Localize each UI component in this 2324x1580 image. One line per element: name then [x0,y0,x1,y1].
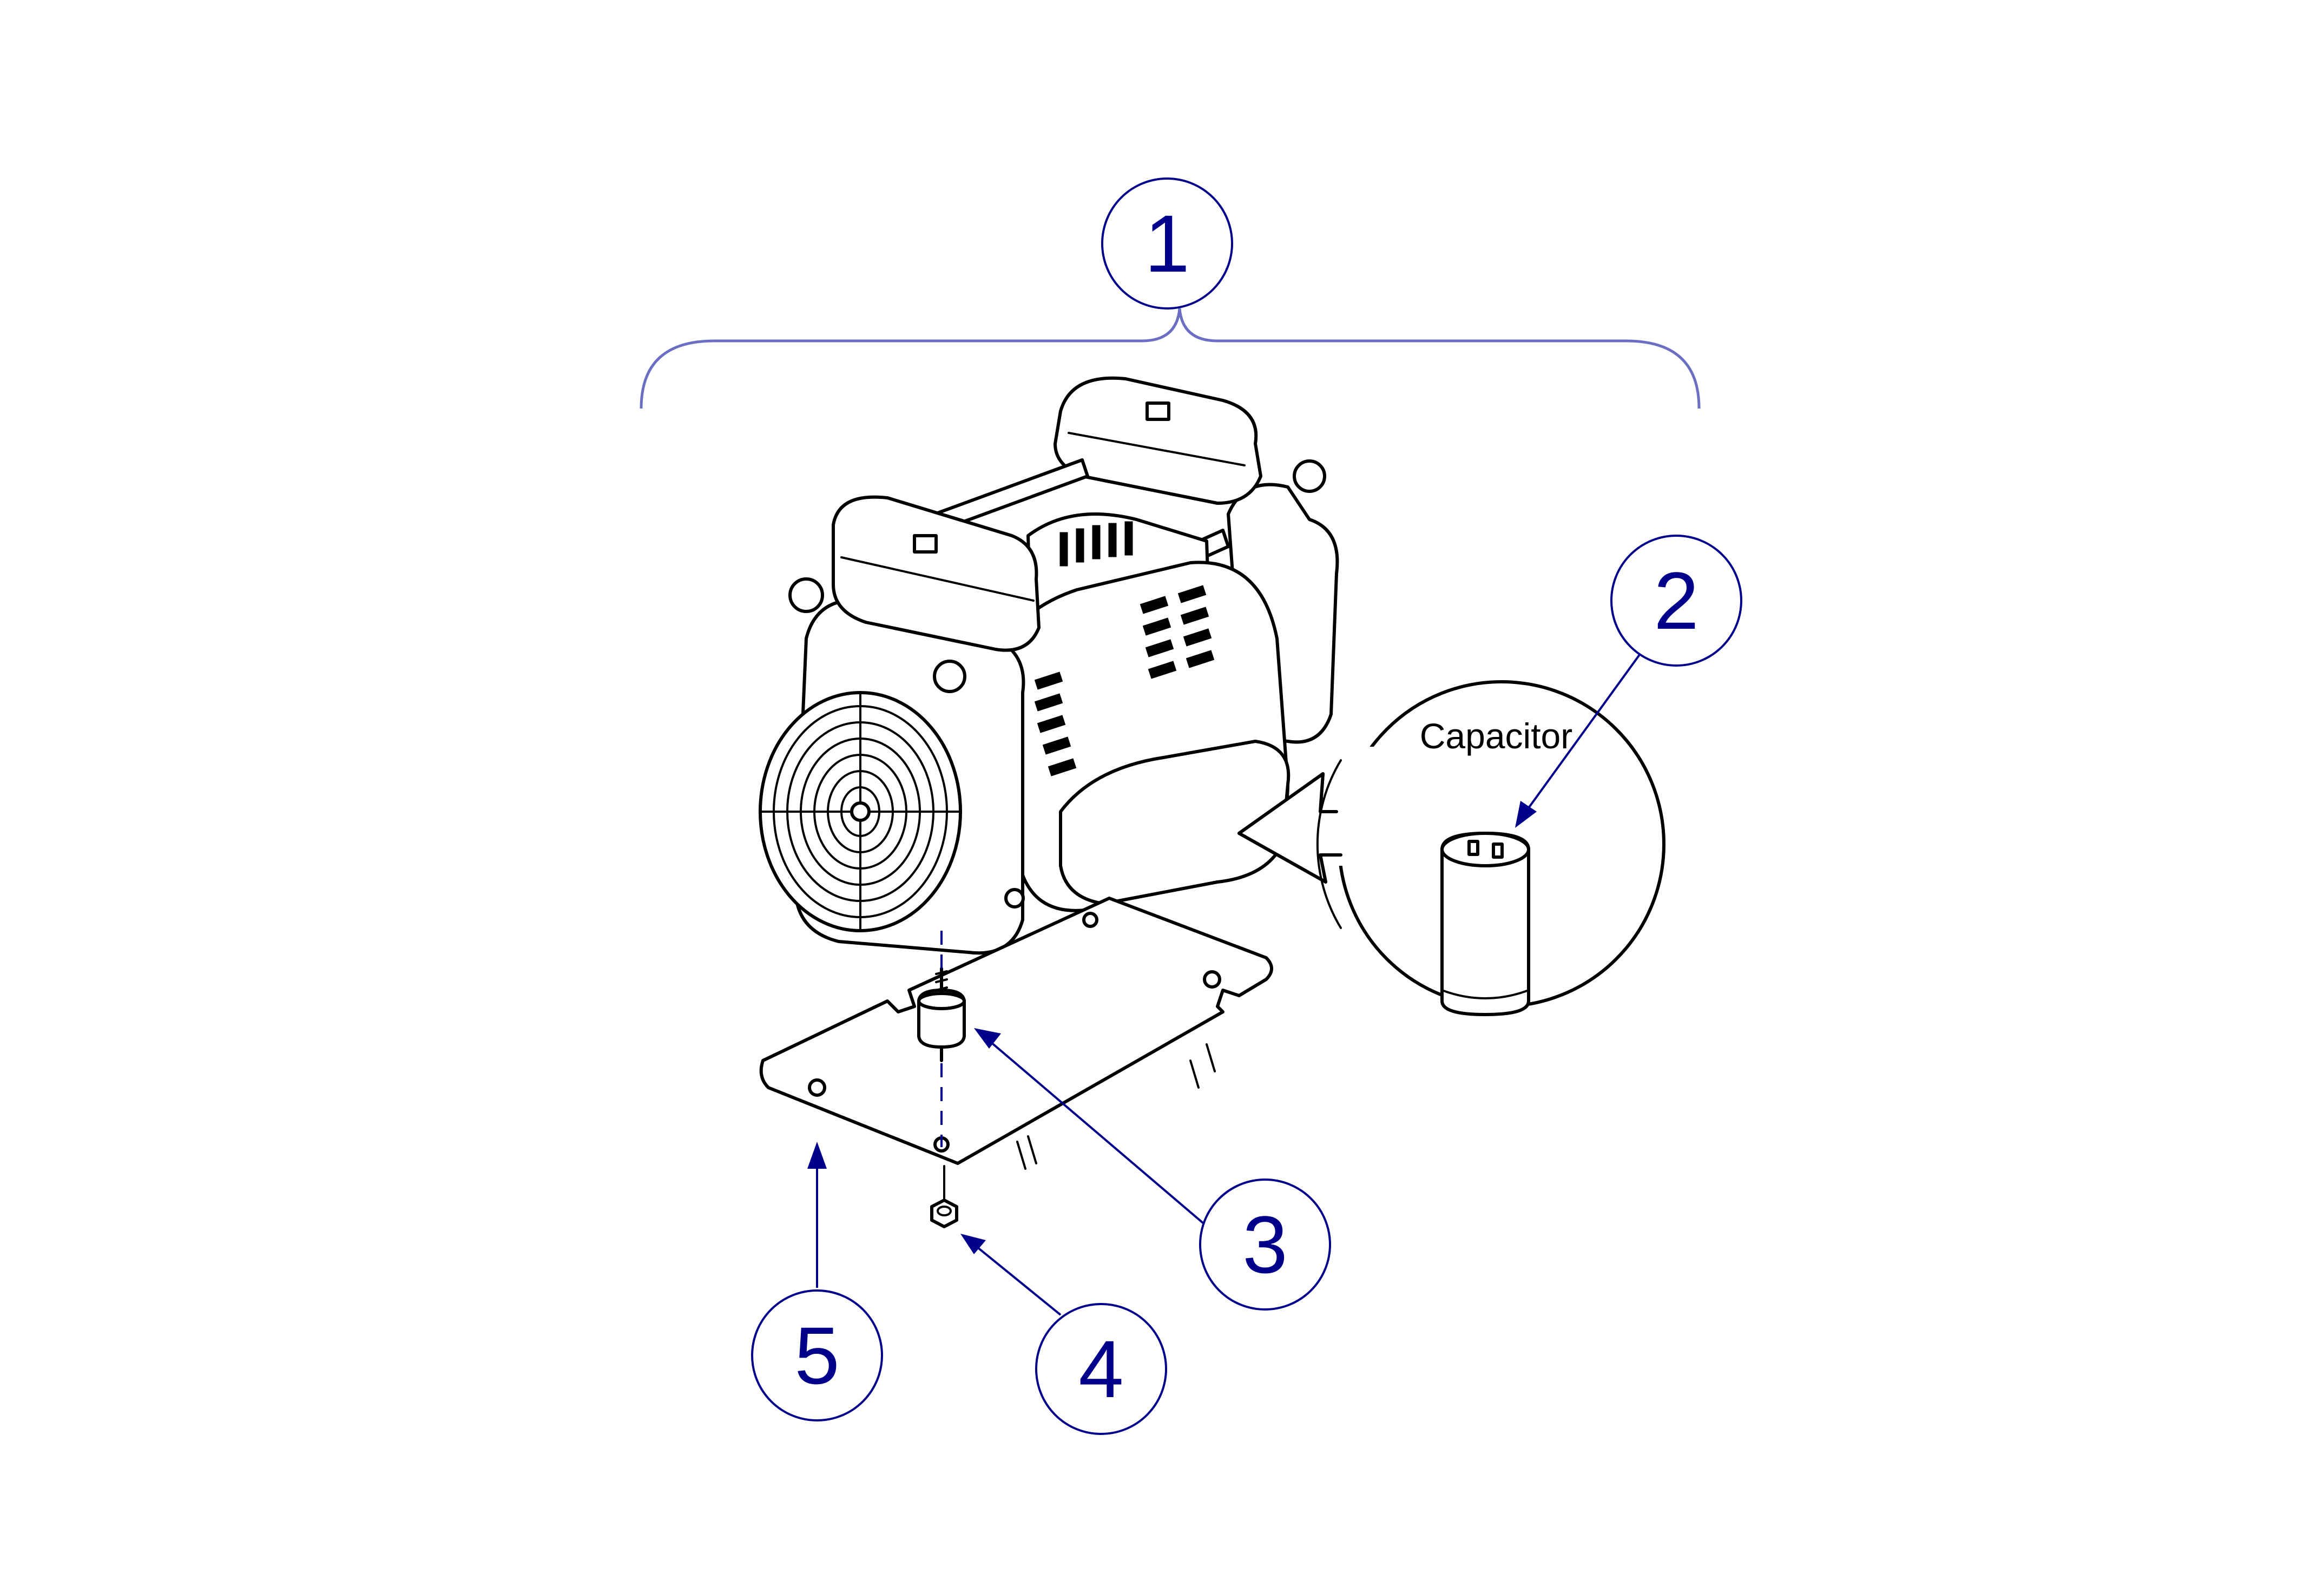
capacitor [1440,832,1530,1016]
leader-4 [973,1243,1062,1316]
callout-4: 4 [1035,1303,1167,1435]
leader-2 [1525,654,1641,813]
compressor-pump-assembly [759,376,1339,955]
callout-5: 5 [751,1289,883,1421]
isolator-mount [917,967,966,1062]
capacitor-housing [1059,740,1291,905]
callout-3: 3 [1199,1179,1331,1311]
side-fitting [933,660,966,693]
mounting-plate [759,897,1273,1165]
leader-3 [989,1041,1229,1246]
callout-5-label: 5 [794,1310,839,1401]
fan-hub [850,801,871,822]
callout-2: 2 [1610,535,1742,667]
rear-fitting [1293,459,1326,493]
front-fitting [788,577,824,613]
right-valve-cover [1054,376,1262,505]
callout-3-label: 3 [1242,1199,1287,1290]
callout-1: 1 [1101,177,1233,310]
lock-nut [930,1165,958,1228]
front-valve-cover [832,495,1041,652]
assembly-bracket [640,308,1701,409]
detail-label-capacitor: Capacitor [1420,716,1572,756]
callout-4-label: 4 [1078,1324,1123,1414]
callout-1-label: 1 [1144,198,1189,289]
callout-2-label: 2 [1654,555,1698,646]
motor-vent-slots [1034,585,1215,776]
fin-slots [1059,521,1133,567]
